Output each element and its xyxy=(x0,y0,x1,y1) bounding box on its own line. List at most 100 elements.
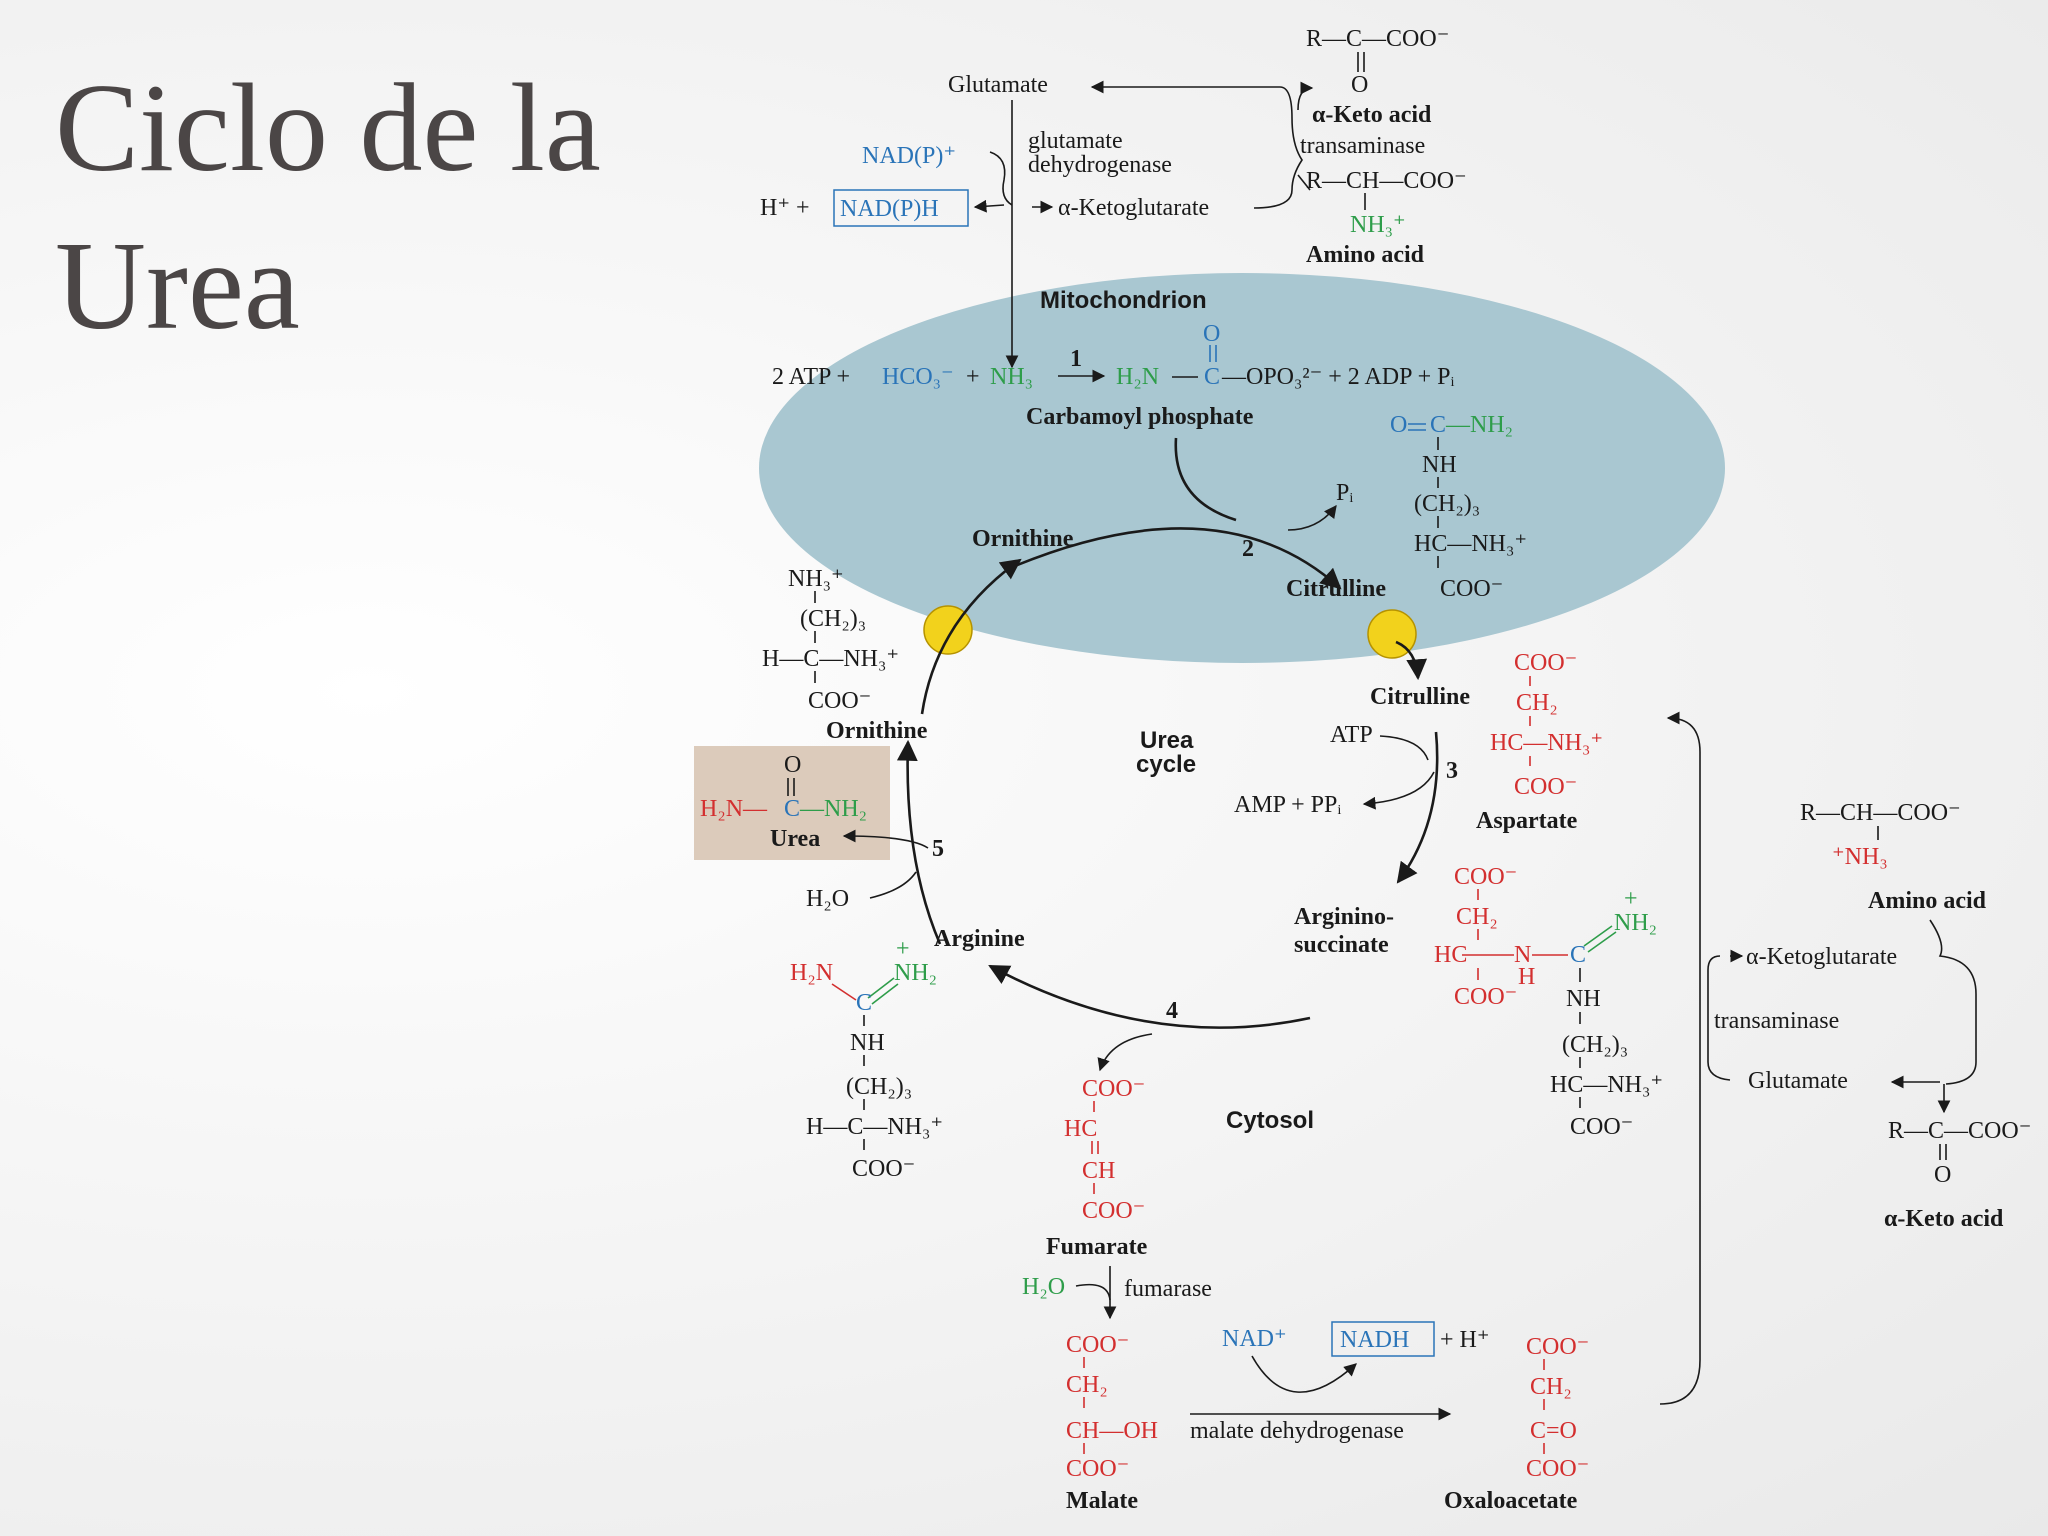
top-keto-name: α-Keto acid xyxy=(1312,102,1432,128)
arg-hc: H—C—NH₃⁺ xyxy=(806,1114,943,1140)
mal-choh: CH—OH xyxy=(1066,1418,1158,1444)
step-3: 3 xyxy=(1446,758,1458,784)
as-ch2b: (CH₂)₃ xyxy=(1562,1032,1628,1058)
asp-coo2: COO⁻ xyxy=(1514,774,1577,800)
cytosol-label: Cytosol xyxy=(1226,1107,1314,1134)
cit-nh2: —NH₂ xyxy=(1445,412,1513,438)
mal-ch2: CH₂ xyxy=(1066,1372,1108,1398)
oaa-coo2: COO⁻ xyxy=(1526,1456,1589,1482)
step-4: 4 xyxy=(1166,998,1178,1024)
cp-c: C xyxy=(1204,364,1220,390)
arrow-to-pi xyxy=(1287,504,1337,531)
cit-c: C xyxy=(1430,412,1446,438)
as-coo: COO⁻ xyxy=(1454,864,1517,890)
bottom-nad-plus: NAD⁺ xyxy=(1222,1326,1287,1352)
asp-coo: COO⁻ xyxy=(1514,650,1577,676)
arg-plus: + xyxy=(896,936,910,962)
arrow-to-fumarate xyxy=(1097,1033,1153,1072)
arrow-to-urea xyxy=(842,829,929,849)
cit-hc: HC—NH₃⁺ xyxy=(1414,531,1527,557)
top-transamination-bracket xyxy=(1253,86,1303,209)
as-name-1: Arginino- xyxy=(1294,904,1394,930)
right-glutamate: Glutamate xyxy=(1748,1068,1848,1094)
arrow-step-2 xyxy=(1009,527,1342,590)
fumarase-label: fumarase xyxy=(1124,1276,1212,1302)
top-keto-o: O xyxy=(1351,72,1368,98)
amino-acid-feed xyxy=(1297,174,1311,191)
right-left-bracket xyxy=(1707,955,1731,1081)
mal-name: Malate xyxy=(1066,1488,1138,1514)
enzyme-gdh-line2: dehydrogenase xyxy=(1028,152,1172,178)
top-amino-name: Amino acid xyxy=(1306,242,1425,268)
right-amino-formula: R—CH—COO⁻ xyxy=(1800,800,1961,826)
bottom-h-plus: + H⁺ xyxy=(1440,1327,1490,1353)
oaa-coo: COO⁻ xyxy=(1526,1334,1589,1360)
fum-coo2: COO⁻ xyxy=(1082,1198,1145,1224)
fum-name: Fumarate xyxy=(1046,1234,1148,1260)
bottom-h2o: H₂O xyxy=(1022,1274,1065,1300)
mitochondrion xyxy=(759,273,1725,663)
right-keto-formula: R—C—COO⁻ xyxy=(1888,1118,2031,1144)
arrow-step-5 xyxy=(896,739,942,945)
top-amino-formula: R—CH—COO⁻ xyxy=(1306,168,1467,194)
cp-o: O xyxy=(1203,321,1220,347)
top-transaminase: transaminase xyxy=(1300,133,1425,159)
orn-ch2: (CH₂)₃ xyxy=(800,606,866,632)
fum-ch: CH xyxy=(1082,1158,1115,1184)
urea-cycle-label-2: cycle xyxy=(1136,751,1196,778)
bond xyxy=(831,983,857,1001)
as-nh: NH xyxy=(1566,986,1601,1012)
urea-box xyxy=(694,746,890,860)
cp-name: Carbamoyl phosphate xyxy=(1026,404,1254,430)
arg-h2n: H₂N xyxy=(790,960,833,986)
as-c: C xyxy=(1570,942,1586,968)
as-hc: HC xyxy=(1434,942,1467,968)
oaa-ch2: CH₂ xyxy=(1530,1374,1572,1400)
urea-cycle-label-1: Urea xyxy=(1140,727,1194,754)
mal-coo: COO⁻ xyxy=(1066,1332,1129,1358)
carbamoyl-phosphate-feed xyxy=(1174,437,1237,522)
top-amino-nh3: NH₃⁺ xyxy=(1350,212,1406,238)
top-h-plus: H⁺ + xyxy=(760,195,810,221)
mito-pi: Pᵢ xyxy=(1336,480,1353,506)
cit-nh: NH xyxy=(1422,452,1457,478)
as-ch2: CH₂ xyxy=(1456,904,1498,930)
oaa-name: Oxaloacetate xyxy=(1444,1488,1578,1514)
arg-ch2: (CH₂)₃ xyxy=(846,1074,912,1100)
orn-nh3: NH₃⁺ xyxy=(788,566,844,592)
arrow-step-4 xyxy=(988,964,1311,1029)
mal-coo2: COO⁻ xyxy=(1066,1456,1129,1482)
as-plus: + xyxy=(1624,886,1638,912)
bond xyxy=(867,977,895,999)
mitochondrion-label: Mitochondrion xyxy=(1040,287,1207,314)
enzyme-gdh-line1: glutamate xyxy=(1028,128,1123,154)
nadh-box xyxy=(1331,1321,1435,1357)
h2o-fumarase-feed xyxy=(1075,1283,1111,1301)
arrow-ornithine-up xyxy=(920,558,1022,715)
asp-name: Aspartate xyxy=(1476,808,1578,834)
slide-title-line1: Ciclo de la xyxy=(55,59,601,198)
top-glutamate: Glutamate xyxy=(948,72,1048,98)
bond xyxy=(1583,925,1613,947)
bond xyxy=(1587,931,1617,953)
right-amino-name: Amino acid xyxy=(1868,888,1987,914)
arrow-to-amp xyxy=(1362,771,1435,810)
as-n: N xyxy=(1514,942,1531,968)
arg-coo: COO⁻ xyxy=(852,1156,915,1182)
arrow-to-nadph xyxy=(973,199,1005,213)
as-name-2: succinate xyxy=(1294,932,1389,958)
top-akg: α-Ketoglutarate xyxy=(1058,195,1209,221)
cit-coo: COO⁻ xyxy=(1440,576,1503,602)
cycle-citrulline: Citrulline xyxy=(1370,684,1470,710)
right-keto-name: α-Keto acid xyxy=(1884,1206,2004,1232)
arg-nh: NH xyxy=(850,1030,885,1056)
bond xyxy=(871,983,899,1005)
arrow-nad-to-nadh xyxy=(1251,1355,1357,1393)
fum-hc: HC xyxy=(1064,1116,1097,1142)
asp-ch2: CH₂ xyxy=(1516,690,1558,716)
cit-o: O xyxy=(1390,412,1407,438)
orn-hc: H—C—NH₃⁺ xyxy=(762,646,899,672)
as-nh2: NH₂ xyxy=(1614,910,1657,936)
arrow-to-keto-acid xyxy=(1297,81,1314,111)
right-amino-nh3: ⁺NH₃ xyxy=(1832,844,1888,870)
